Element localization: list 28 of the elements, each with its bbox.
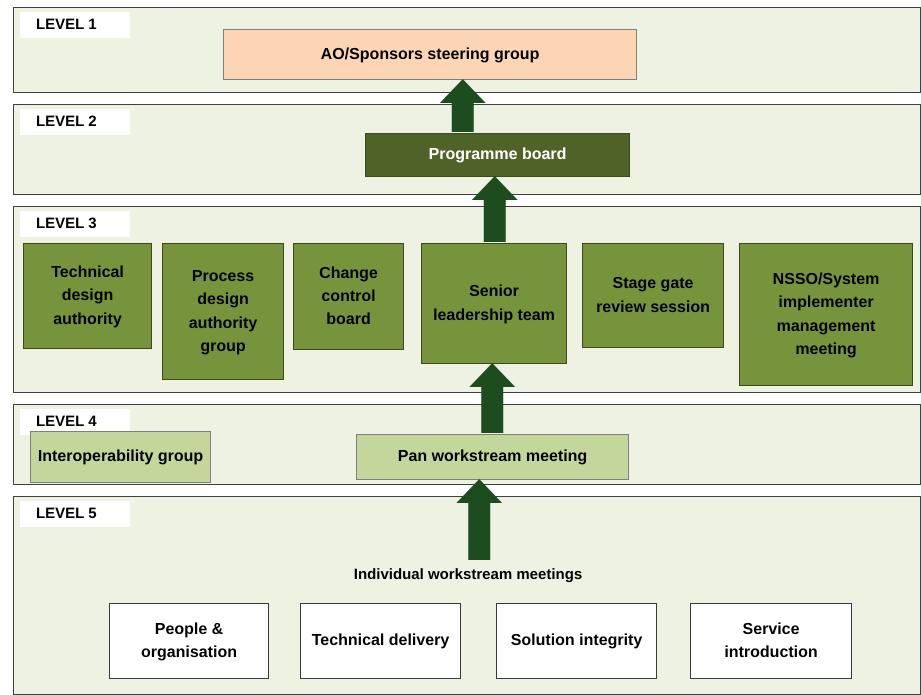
level-band [13, 404, 921, 485]
level-label: LEVEL 5 [20, 501, 130, 527]
meeting-box: Solution integrity [496, 603, 657, 679]
meeting-box: People & organisation [109, 603, 269, 679]
block-arrow [469, 363, 516, 433]
meeting-box: Change control board [293, 243, 404, 350]
level-band [13, 7, 921, 93]
meeting-box: Process design authority group [162, 243, 284, 380]
level-band [13, 104, 921, 195]
meeting-box: Interoperability group [30, 431, 211, 483]
level-band [13, 206, 921, 393]
meeting-box: Pan workstream meeting [356, 434, 629, 480]
block-arrow [472, 176, 518, 242]
level-label: LEVEL 1 [20, 12, 130, 38]
group-heading: Individual workstream meetings [301, 561, 635, 589]
meeting-box: NSSO/System implementer management meeting [739, 243, 913, 386]
level-label: LEVEL 2 [20, 109, 130, 135]
meeting-box: AO/Sponsors steering group [223, 29, 637, 80]
block-arrow [440, 79, 486, 132]
meeting-box: Technical design authority [23, 243, 152, 349]
block-arrow [456, 479, 502, 560]
meeting-box: Stage gate review session [582, 243, 724, 348]
meeting-box: Programme board [365, 133, 630, 177]
meeting-box: Technical delivery [300, 603, 461, 679]
level-band [13, 496, 921, 695]
meeting-box: Service introduction [690, 603, 852, 679]
meeting-box: Senior leadership team [421, 243, 567, 364]
level-label: LEVEL 3 [20, 211, 130, 237]
